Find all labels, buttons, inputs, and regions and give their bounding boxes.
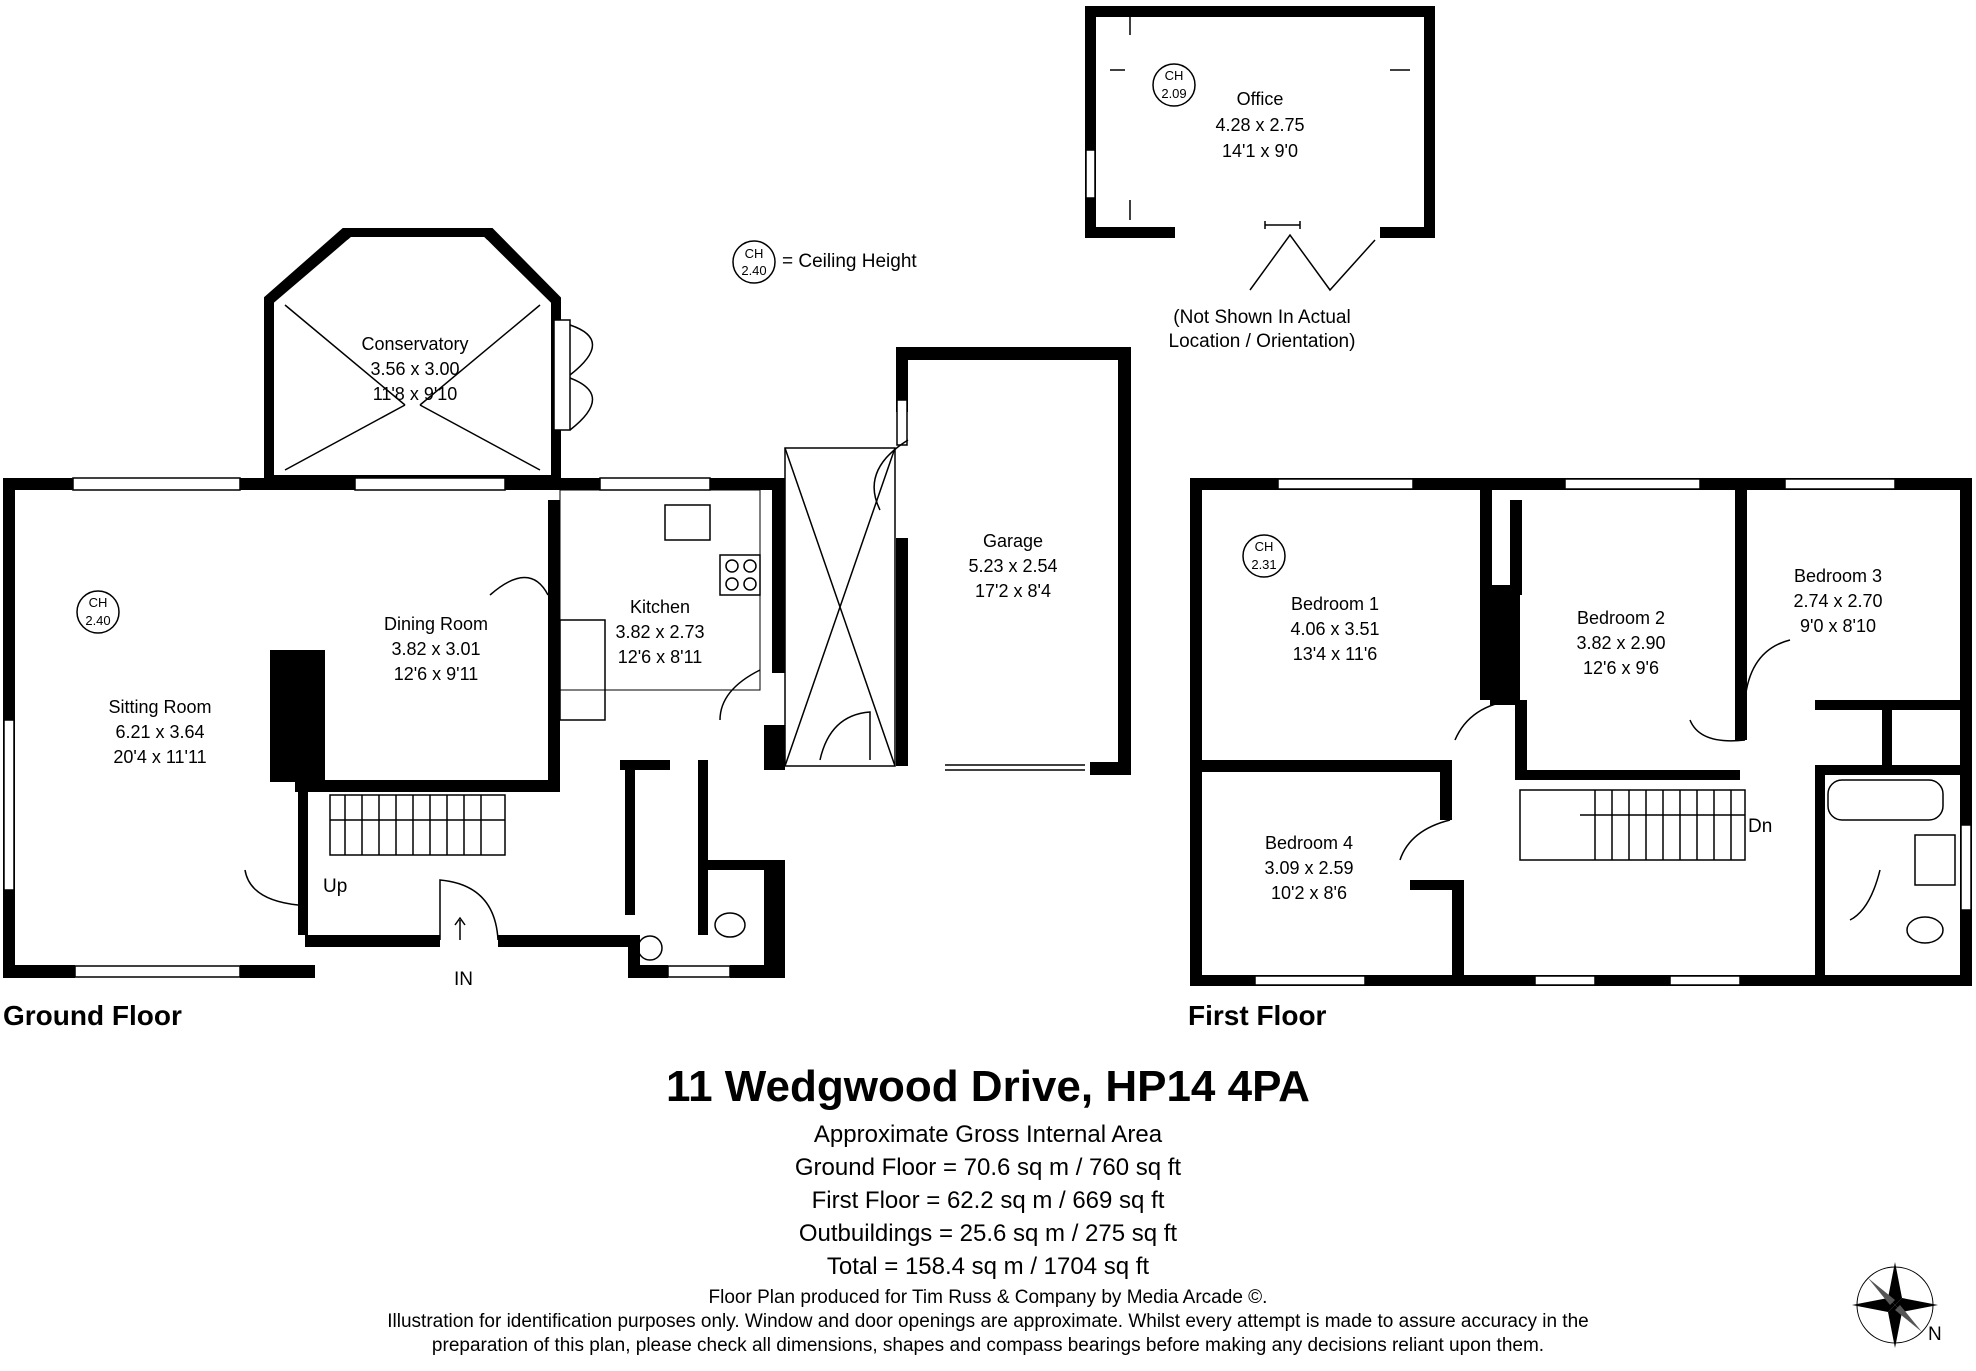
legend-ch-abbr: CH (745, 246, 764, 261)
room-label-garage: Garage 5.23 x 2.54 17'2 x 8'4 (968, 531, 1057, 601)
stairs-up-label: Up (323, 876, 347, 897)
room-label-dining: Dining Room 3.82 x 3.01 12'6 x 9'11 (384, 614, 488, 684)
bedroom4-name: Bedroom 4 (1265, 833, 1353, 853)
office-ch-value: 2.09 (1161, 86, 1186, 101)
first-floor-stairs (1519, 789, 1746, 861)
credit-line-2: Illustration for identification purposes… (387, 1311, 1589, 1332)
sitting-imperial: 20'4 x 11'11 (113, 747, 206, 767)
garage-name: Garage (983, 531, 1043, 551)
area-first: First Floor = 62.2 sq m / 669 sq ft (811, 1187, 1165, 1214)
bedroom1-ch-abbr: CH (1255, 539, 1274, 554)
office-outbuilding (1085, 6, 1435, 292)
bedroom1-name: Bedroom 1 (1291, 594, 1379, 614)
bedroom3-imperial: 9'0 x 8'10 (1800, 616, 1876, 636)
legend-ch-value: 2.40 (741, 263, 766, 278)
bedroom1-ch-value: 2.31 (1251, 557, 1276, 572)
sitting-metric: 6.21 x 3.64 (115, 722, 204, 742)
garage-door (945, 764, 1085, 771)
stairs-down-label: Dn (1748, 816, 1772, 837)
area-total: Total = 158.4 sq m / 1704 sq ft (826, 1253, 1150, 1280)
area-title: Approximate Gross Internal Area (813, 1121, 1163, 1148)
bathroom-basin (1914, 834, 1956, 886)
conservatory-metric: 3.56 x 3.00 (370, 359, 459, 379)
bedroom3-name: Bedroom 3 (1794, 566, 1882, 586)
kitchen-imperial: 12'6 x 8'11 (618, 647, 703, 667)
compass-north-label: N (1928, 1324, 1942, 1345)
bedroom2-imperial: 12'6 x 9'6 (1583, 658, 1659, 678)
sitting-window-bottom (74, 965, 241, 978)
sitting-window-top (72, 477, 241, 491)
bedroom4-window (1254, 975, 1366, 986)
bedroom3-window (1784, 478, 1896, 490)
dining-imperial: 12'6 x 9'11 (394, 664, 479, 684)
bathtub (1827, 779, 1944, 821)
bedroom2-metric: 3.82 x 2.90 (1576, 633, 1665, 653)
kitchen-name: Kitchen (630, 597, 690, 617)
office-imperial: 14'1 x 9'0 (1222, 141, 1298, 161)
entrance-label: IN (454, 969, 473, 990)
bedroom1-metric: 4.06 x 3.51 (1290, 619, 1379, 639)
bedroom1-window (1277, 478, 1414, 490)
garage-imperial: 17'2 x 8'4 (975, 581, 1051, 601)
office-note: (Not Shown In Actual Location / Orientat… (1169, 307, 1356, 352)
room-label-sitting: Sitting Room 6.21 x 3.64 20'4 x 11'11 (108, 697, 211, 767)
legend-text: = Ceiling Height (782, 251, 917, 272)
bedroom2-window (1564, 478, 1701, 490)
sitting-ch-value: 2.40 (85, 613, 110, 628)
ground-floor-plan: CH 2.40 (3, 228, 1131, 978)
office-name: Office (1237, 89, 1284, 109)
landing-window-2 (1669, 975, 1741, 986)
room-label-office: Office 4.28 x 2.75 14'1 x 9'0 (1215, 89, 1304, 161)
office-note-line2: Location / Orientation) (1169, 331, 1356, 352)
dining-metric: 3.82 x 3.01 (391, 639, 480, 659)
front-door-swing (439, 879, 499, 941)
room-label-bedroom4: Bedroom 4 3.09 x 2.59 10'2 x 8'6 (1264, 833, 1353, 903)
ceiling-height-legend: CH 2.40 = Ceiling Height (732, 240, 917, 284)
bedroom1-imperial: 13'4 x 11'6 (1293, 644, 1378, 664)
first-floor-plan: CH 2.31 (1190, 478, 1972, 986)
office-metric: 4.28 x 2.75 (1215, 115, 1304, 135)
compass-icon: N (1852, 1262, 1942, 1348)
dining-name: Dining Room (384, 614, 488, 634)
conservatory-imperial: 11'8 x 9'10 (373, 384, 458, 404)
bedroom2-name: Bedroom 2 (1577, 608, 1665, 628)
credit-line-1: Floor Plan produced for Tim Russ & Compa… (708, 1287, 1268, 1308)
bedroom3-metric: 2.74 x 2.70 (1793, 591, 1882, 611)
garage-window (896, 399, 908, 446)
room-label-bedroom2: Bedroom 2 3.82 x 2.90 12'6 x 9'6 (1576, 608, 1665, 678)
room-label-bedroom1: Bedroom 1 4.06 x 3.51 13'4 x 11'6 (1290, 594, 1379, 664)
garage-metric: 5.23 x 2.54 (968, 556, 1057, 576)
area-summary: Approximate Gross Internal Area Ground F… (0, 1118, 1976, 1283)
kitchen-window (599, 477, 711, 491)
credit-line-3: preparation of this plan, please check a… (431, 1335, 1545, 1356)
bedroom4-metric: 3.09 x 2.59 (1264, 858, 1353, 878)
landing-window (1534, 975, 1596, 986)
area-ground: Ground Floor = 70.6 sq m / 760 sq ft (794, 1154, 1182, 1181)
conservatory-door (553, 319, 571, 431)
office-window (1085, 149, 1096, 199)
office-ch-abbr: CH (1165, 68, 1184, 83)
sitting-name: Sitting Room (108, 697, 211, 717)
bathroom-window (1960, 824, 1972, 911)
room-label-conservatory: Conservatory 3.56 x 3.00 11'8 x 9'10 (361, 334, 468, 404)
bedroom4-imperial: 10'2 x 8'6 (1271, 883, 1347, 903)
kitchen-metric: 3.82 x 2.73 (615, 622, 704, 642)
credit-block: Floor Plan produced for Tim Russ & Compa… (0, 1286, 1976, 1358)
office-note-line1: (Not Shown In Actual (1173, 307, 1350, 328)
room-label-bedroom3: Bedroom 3 2.74 x 2.70 9'0 x 8'10 (1793, 566, 1882, 636)
ground-floor-label: Ground Floor (3, 1000, 182, 1031)
office-bifold-door (1249, 233, 1376, 292)
dining-window (354, 477, 506, 491)
property-address: 11 Wedgwood Drive, HP14 4PA (666, 1062, 1310, 1111)
bathroom-wc (1906, 916, 1944, 944)
sitting-ch-abbr: CH (89, 595, 108, 610)
first-floor-label: First Floor (1188, 1000, 1327, 1031)
area-outbuildings: Outbuildings = 25.6 sq m / 275 sq ft (798, 1220, 1178, 1247)
ground-stairs (329, 794, 506, 856)
room-label-kitchen: Kitchen 3.82 x 2.73 12'6 x 8'11 (615, 597, 704, 667)
conservatory-name: Conservatory (361, 334, 468, 354)
sitting-window-left (3, 719, 15, 891)
wc-window (667, 965, 731, 978)
